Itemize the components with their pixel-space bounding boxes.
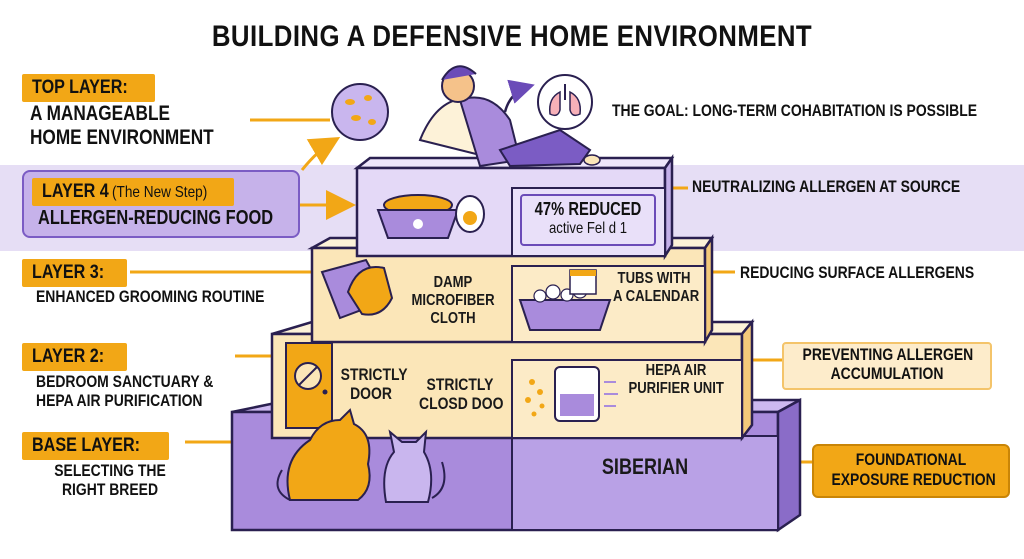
goal-text: THE GOAL: LONG-TERM COHABITATION IS POSS… (612, 101, 978, 120)
page-title: BUILDING A DEFENSIVE HOME ENVIRONMENT (211, 20, 813, 53)
badge-sub: active Fel d 1 (548, 220, 628, 237)
top-layer-tag: TOP LAYER: (22, 74, 155, 102)
base-layer-tag: BASE LAYER: (22, 432, 170, 460)
layer4-right-label: NEUTRALIZING ALLERGEN AT SOURCE (692, 177, 961, 196)
badge-main: 47% REDUCED (534, 199, 642, 219)
layer2-tag: LAYER 2: (22, 343, 127, 371)
layer2-desc: BEDROOM SANCTUARY &HEPA AIR PURIFICATION (36, 372, 214, 411)
layer4-note: (The New Step) (111, 184, 208, 201)
top-illustration (331, 65, 601, 168)
breed-label: SIBERIAN (601, 454, 689, 479)
layer3-desc: ENHANCED GROOMING ROUTINE (36, 287, 265, 306)
layer4-reduction-badge: 47% REDUCED active Fel d 1 (520, 194, 656, 246)
top-layer-line1: A MANAGEABLE (30, 102, 170, 125)
layer3-tag: LAYER 3: (22, 259, 127, 287)
layer4-desc: ALLERGEN-REDUCING FOOD (38, 207, 274, 229)
cat-illustrations (276, 408, 446, 503)
top-layer-line2: HOME ENVIRONMENT (30, 126, 214, 149)
layer3-right-label: REDUCING SURFACE ALLERGENS (740, 263, 975, 282)
layer4-tag: LAYER 4 (The New Step) (32, 178, 234, 206)
